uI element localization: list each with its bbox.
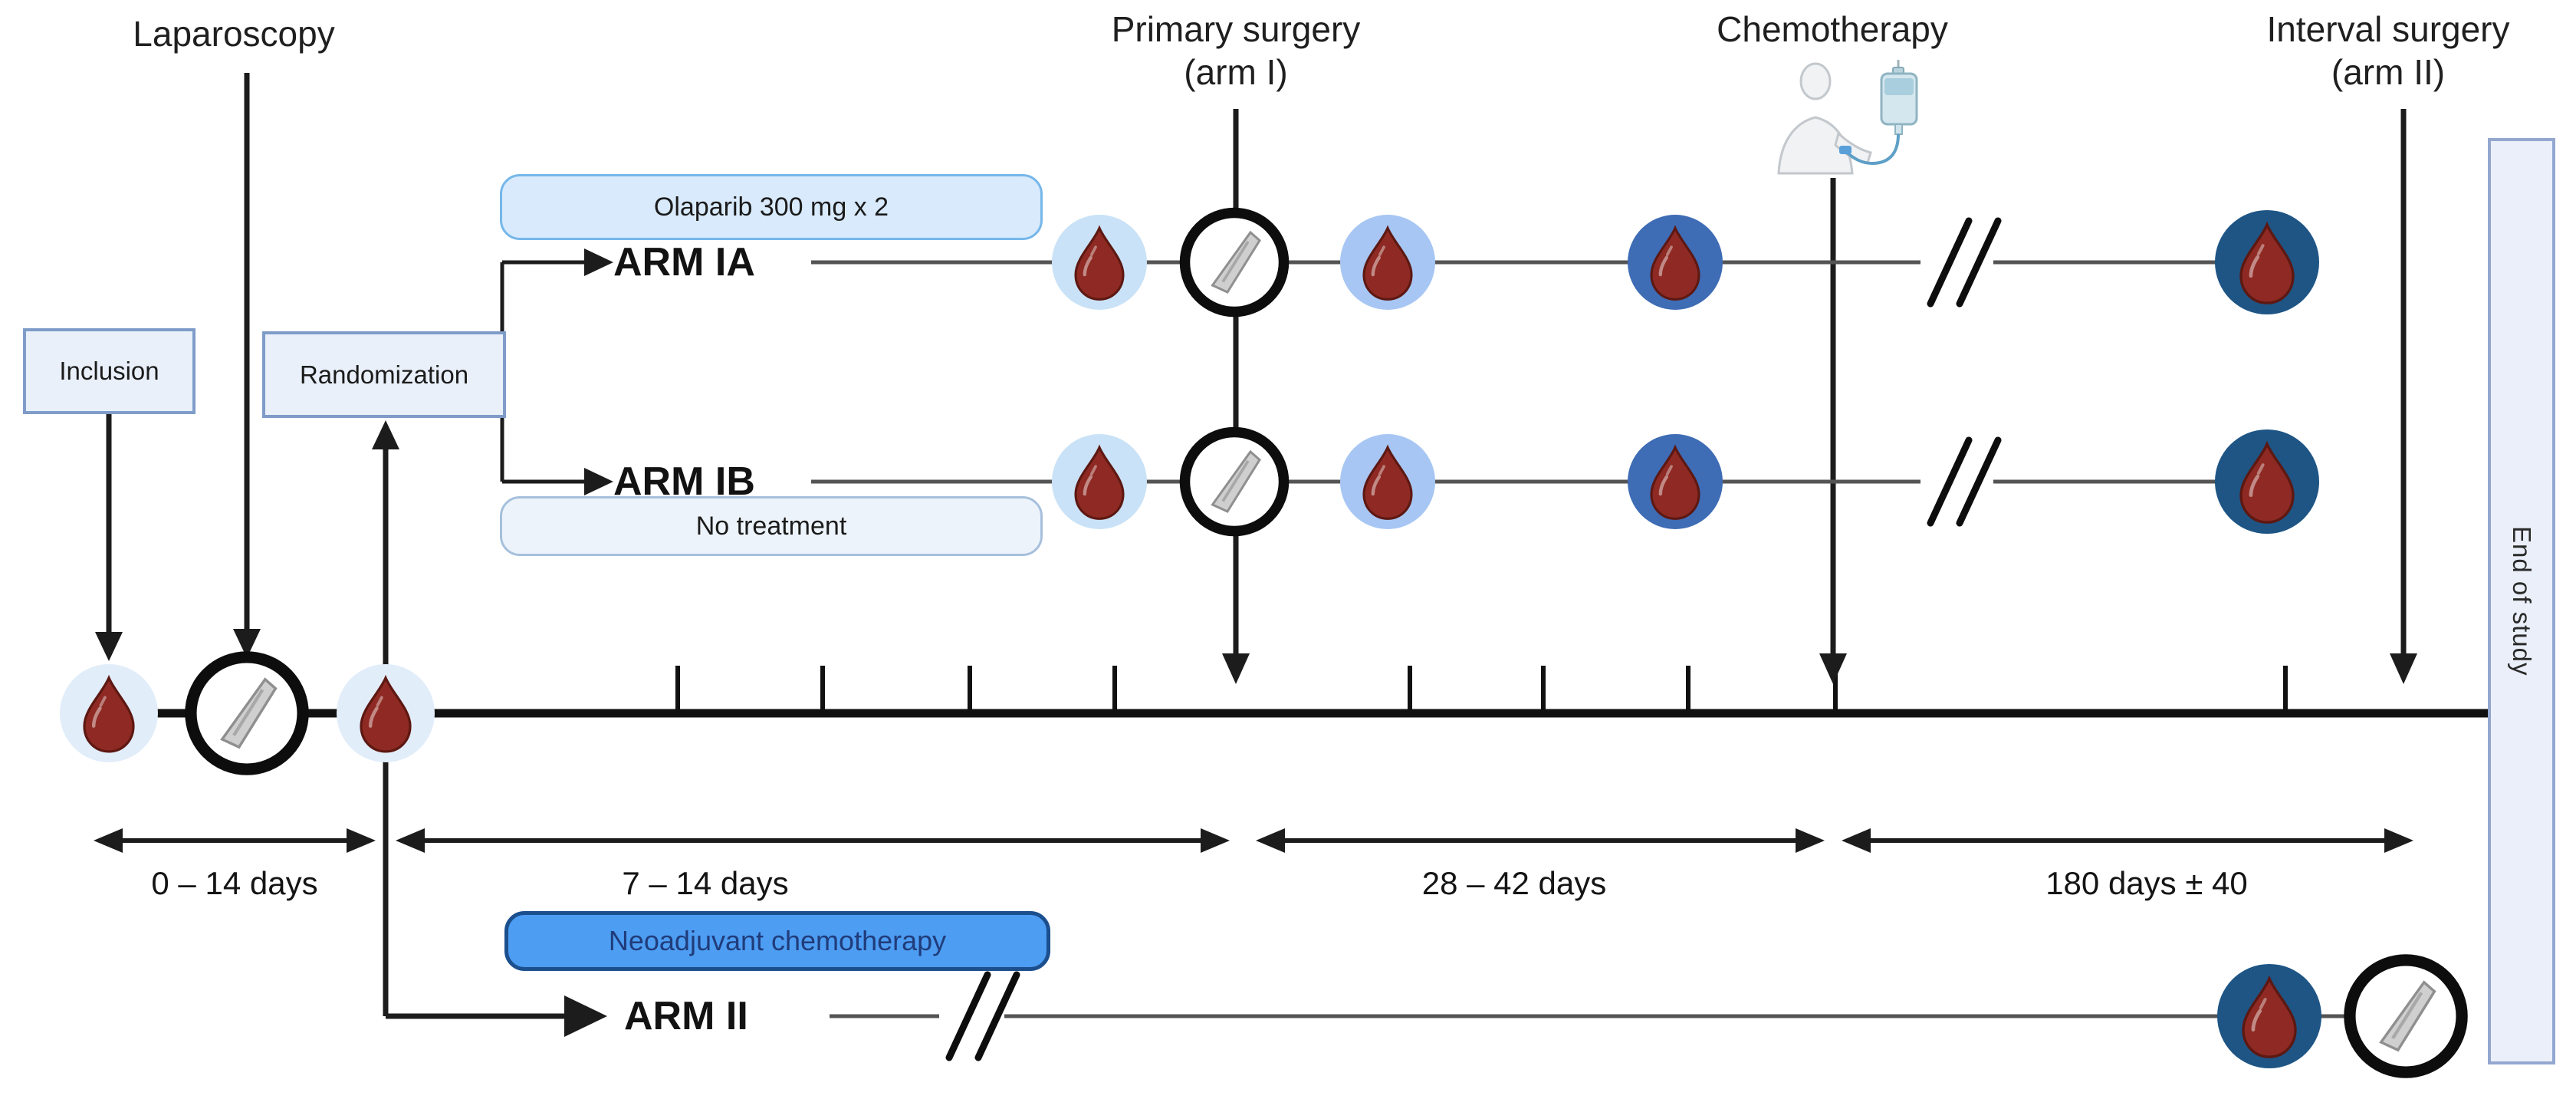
interval-label-7-14: 7 – 14 days [622,865,789,901]
laparoscopy-arrow [233,73,261,658]
inclusion-box: Inclusion [23,328,196,414]
surgery-scalpel-icon [1177,424,1292,539]
randomization-box-label: Randomization [299,360,469,389]
laparoscopy-label: Laparoscopy [133,14,335,54]
iv-infusion-patient-icon [1777,60,1918,175]
blood-sample-icon-light [1052,215,1147,310]
interval-label-0-14: 0 – 14 days [151,865,318,901]
interval-label-180: 180 days ± 40 [2045,865,2248,901]
blood-sample-icon-medium [1340,215,1435,310]
arm-ib-label: ARM IB [613,459,755,504]
olaparib-box-label: Olaparib 300 mg x 2 [653,192,889,222]
interval-surgery-label: Interval surgery (arm II) [2266,9,2510,93]
interval-surgery-arrow [2390,109,2417,684]
arm-ia-label: ARM IA [613,240,755,285]
no-treatment-box-label: No treatment [695,511,847,541]
chemotherapy-label: Chemotherapy [1717,9,1948,49]
surgery-scalpel-icon [2341,951,2471,1081]
neoadjuvant-chemotherapy-box: Neoadjuvant chemotherapy [504,911,1050,971]
blood-sample-icon-medium [1340,434,1435,529]
surgery-scalpel-icon [1177,205,1292,320]
arm-ii-label: ARM II [624,994,748,1038]
primary-surgery-arrow [1222,109,1250,684]
interval-label-28-42: 28 – 42 days [1421,865,1607,901]
neoadjuvant-box-label: Neoadjuvant chemotherapy [608,925,947,956]
blood-sample-icon-navy [2215,210,2319,314]
blood-sample-icon-navy [2215,429,2319,534]
blood-sample-icon-light [1052,434,1147,529]
line-break-marks [945,217,2002,1061]
end-of-study-label: End of study [2508,526,2536,676]
olaparib-box: Olaparib 300 mg x 2 [500,174,1043,240]
primary-surgery-label: Primary surgery (arm I) [1111,9,1361,93]
no-treatment-box: No treatment [500,496,1043,556]
blood-sample-icon-pale [337,664,435,762]
arm-branch-bracket [500,248,613,495]
chemotherapy-arrow [1819,178,1847,684]
blood-sample-icon-navy [2217,964,2321,1068]
end-of-study-box: End of study [2488,138,2555,1064]
blood-sample-icon-royal [1628,215,1723,310]
inclusion-arrow [95,414,123,661]
interval-arrows [94,828,2413,853]
timeline-ticks [675,666,2288,714]
randomization-box: Randomization [262,331,506,418]
blood-sample-icon-royal [1628,434,1723,529]
surgery-scalpel-icon [182,648,312,778]
inclusion-box-label: Inclusion [59,357,159,385]
blood-sample-icon-pale [60,664,158,762]
